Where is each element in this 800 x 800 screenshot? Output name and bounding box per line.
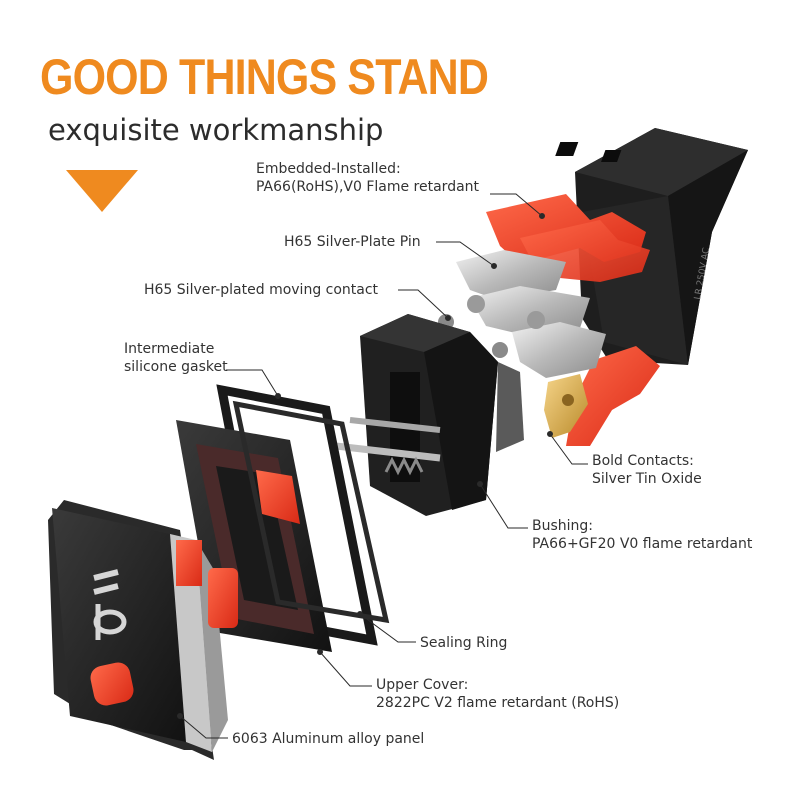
callout-panel: 6063 Aluminum alloy panel	[232, 731, 425, 747]
callout-bushing: Bushing: PA66+GF20 V0 flame retardant	[532, 518, 753, 552]
rocker-panel	[48, 500, 238, 760]
headline: GOOD THINGS STAND	[40, 49, 489, 105]
callout-pin: H65 Silver-Plate Pin	[284, 234, 421, 250]
spring-plunger	[335, 417, 441, 476]
switch-housing: LR 250V AC	[555, 128, 748, 365]
subheadline: exquisite workmanship	[48, 113, 384, 147]
callout-upper-cover: Upper Cover: 2822PC V2 flame retardant (…	[376, 677, 620, 711]
power-on-glyph	[93, 569, 119, 595]
sealing-ring	[232, 400, 390, 624]
bold-contacts	[544, 374, 588, 438]
power-off-glyph	[93, 604, 127, 640]
callout-leaders	[177, 193, 588, 739]
upper-cover	[176, 420, 332, 652]
callout-moving-contact: H65 Silver-plated moving contact	[144, 282, 379, 298]
down-triangle-icon	[66, 170, 138, 212]
callout-bold-contacts: Bold Contacts: Silver Tin Oxide	[592, 453, 702, 487]
callout-embedded: Embedded-Installed: PA66(RoHS),V0 Flame …	[256, 161, 480, 195]
callout-sealing-ring: Sealing Ring	[420, 635, 508, 651]
callout-gasket: Intermediate silicone gasket	[124, 341, 228, 375]
